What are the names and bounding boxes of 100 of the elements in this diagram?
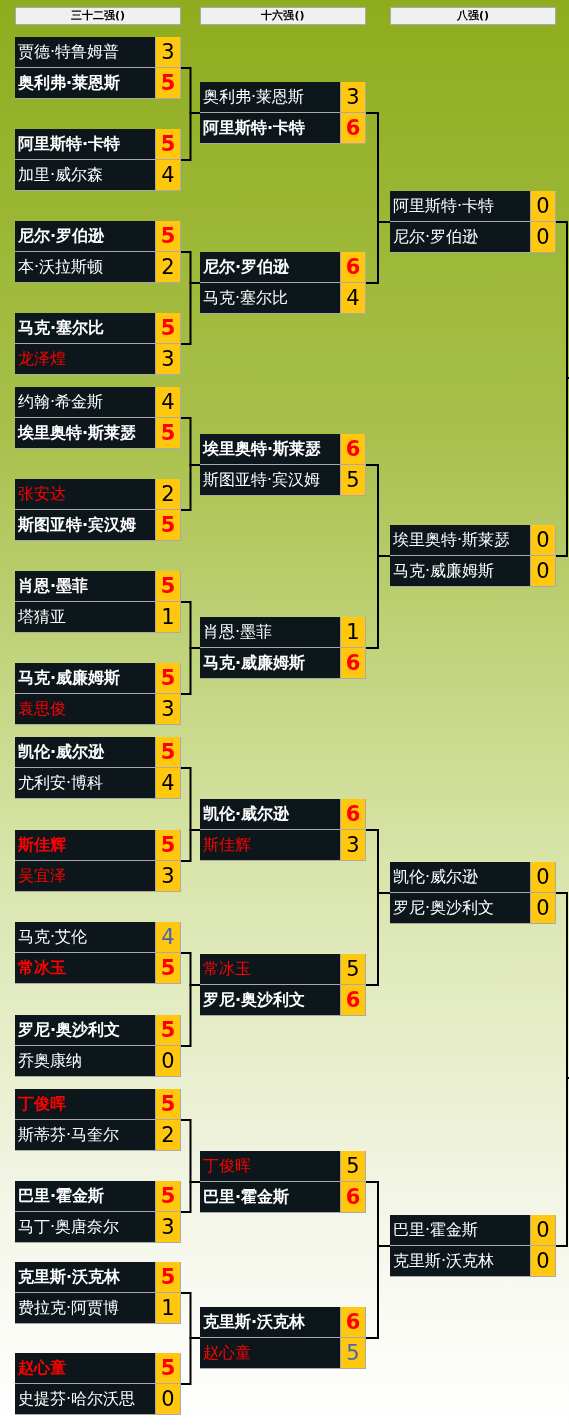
player-name: 巴里·霍金斯 bbox=[200, 1182, 340, 1212]
score: 1 bbox=[156, 1293, 180, 1323]
player-name: 斯佳辉 bbox=[200, 830, 340, 860]
match-box bbox=[390, 191, 556, 253]
player-name: 尼尔·罗伯逊 bbox=[390, 222, 530, 252]
player-name: 马克·塞尔比 bbox=[15, 313, 155, 343]
score: 5 bbox=[156, 1353, 180, 1383]
match-box bbox=[15, 479, 181, 541]
match-box bbox=[15, 313, 181, 375]
score: 5 bbox=[156, 1181, 180, 1211]
match-box bbox=[15, 663, 181, 725]
score: 5 bbox=[156, 663, 180, 693]
player-name: 埃里奥特·斯莱瑟 bbox=[200, 434, 340, 464]
score: 2 bbox=[156, 252, 180, 282]
score: 3 bbox=[156, 1212, 180, 1242]
score: 0 bbox=[531, 525, 555, 555]
match-box bbox=[15, 737, 181, 799]
player-name: 斯蒂芬·马奎尔 bbox=[15, 1120, 155, 1150]
player-name: 肖恩·墨菲 bbox=[15, 571, 155, 601]
player-name: 张安达 bbox=[15, 479, 155, 509]
player-name: 丁俊晖 bbox=[15, 1089, 155, 1119]
match-box bbox=[15, 1353, 181, 1415]
player-name: 埃里奥特·斯莱瑟 bbox=[15, 418, 155, 448]
match-box bbox=[15, 830, 181, 892]
bracket-line bbox=[180, 282, 201, 345]
score: 1 bbox=[341, 617, 365, 647]
score: 5 bbox=[156, 737, 180, 767]
score: 0 bbox=[531, 893, 555, 923]
score: 1 bbox=[156, 602, 180, 632]
player-name: 费拉克·阿贾博 bbox=[15, 1293, 155, 1323]
score: 0 bbox=[156, 1384, 180, 1414]
player-name: 马克·塞尔比 bbox=[200, 283, 340, 313]
score: 6 bbox=[341, 252, 365, 282]
bracket-line bbox=[180, 984, 201, 1047]
player-name: 塔猜亚 bbox=[15, 602, 155, 632]
player-name: 史提芬·哈尔沃思 bbox=[15, 1384, 155, 1414]
round-header: 三十二强() bbox=[15, 7, 181, 25]
match-box bbox=[200, 617, 366, 679]
score: 5 bbox=[156, 418, 180, 448]
score: 3 bbox=[156, 37, 180, 67]
player-name: 尤利安·博科 bbox=[15, 768, 155, 798]
player-name: 克里斯·沃克林 bbox=[200, 1307, 340, 1337]
score: 0 bbox=[531, 862, 555, 892]
player-name: 赵心童 bbox=[15, 1353, 155, 1383]
player-name: 马克·威廉姆斯 bbox=[200, 648, 340, 678]
score: 6 bbox=[341, 799, 365, 829]
player-name: 常冰玉 bbox=[15, 953, 155, 983]
score: 5 bbox=[156, 1262, 180, 1292]
player-name: 贾德·特鲁姆普 bbox=[15, 37, 155, 67]
score: 5 bbox=[156, 510, 180, 540]
bracket-line bbox=[365, 892, 391, 986]
score: 5 bbox=[156, 830, 180, 860]
bracket-line bbox=[180, 829, 201, 862]
player-name: 尼尔·罗伯逊 bbox=[15, 221, 155, 251]
match-box bbox=[15, 37, 181, 99]
player-name: 丁俊晖 bbox=[200, 1151, 340, 1181]
score: 4 bbox=[156, 768, 180, 798]
score: 5 bbox=[341, 1338, 365, 1368]
score: 5 bbox=[156, 129, 180, 159]
score: 0 bbox=[531, 1215, 555, 1245]
score: 3 bbox=[156, 694, 180, 724]
player-name: 马克·艾伦 bbox=[15, 922, 155, 952]
bracket-line bbox=[180, 647, 201, 695]
score: 2 bbox=[156, 479, 180, 509]
bracket-line bbox=[180, 1337, 201, 1385]
score: 5 bbox=[156, 313, 180, 343]
score: 3 bbox=[341, 82, 365, 112]
match-box bbox=[200, 1307, 366, 1369]
player-name: 罗尼·奥沙利文 bbox=[390, 893, 530, 923]
score: 6 bbox=[341, 1182, 365, 1212]
bracket-line bbox=[180, 1181, 201, 1213]
bracket-line bbox=[365, 221, 391, 284]
match-box bbox=[15, 922, 181, 984]
player-name: 肖恩·墨菲 bbox=[200, 617, 340, 647]
score: 6 bbox=[341, 1307, 365, 1337]
score: 3 bbox=[156, 344, 180, 374]
score: 0 bbox=[531, 1246, 555, 1276]
score: 3 bbox=[156, 861, 180, 891]
match-box bbox=[390, 525, 556, 587]
score: 5 bbox=[341, 1151, 365, 1181]
player-name: 凯伦·威尔逊 bbox=[15, 737, 155, 767]
score: 0 bbox=[531, 222, 555, 252]
bracket-line bbox=[180, 464, 201, 511]
player-name: 常冰玉 bbox=[200, 954, 340, 984]
player-name: 马丁·奥唐奈尔 bbox=[15, 1212, 155, 1242]
bracket-line bbox=[365, 1245, 391, 1339]
player-name: 加里·威尔森 bbox=[15, 160, 155, 190]
bracket-line bbox=[555, 892, 569, 1079]
player-name: 袁思俊 bbox=[15, 694, 155, 724]
player-name: 巴里·霍金斯 bbox=[15, 1181, 155, 1211]
match-box bbox=[15, 387, 181, 449]
match-box bbox=[15, 1262, 181, 1324]
player-name: 尼尔·罗伯逊 bbox=[200, 252, 340, 282]
player-name: 阿里斯特·卡特 bbox=[390, 191, 530, 221]
player-name: 奥利弗·莱恩斯 bbox=[200, 82, 340, 112]
match-box bbox=[15, 1015, 181, 1077]
score: 4 bbox=[341, 283, 365, 313]
player-name: 凯伦·威尔逊 bbox=[390, 862, 530, 892]
bracket-line bbox=[180, 112, 201, 161]
score: 5 bbox=[156, 68, 180, 98]
